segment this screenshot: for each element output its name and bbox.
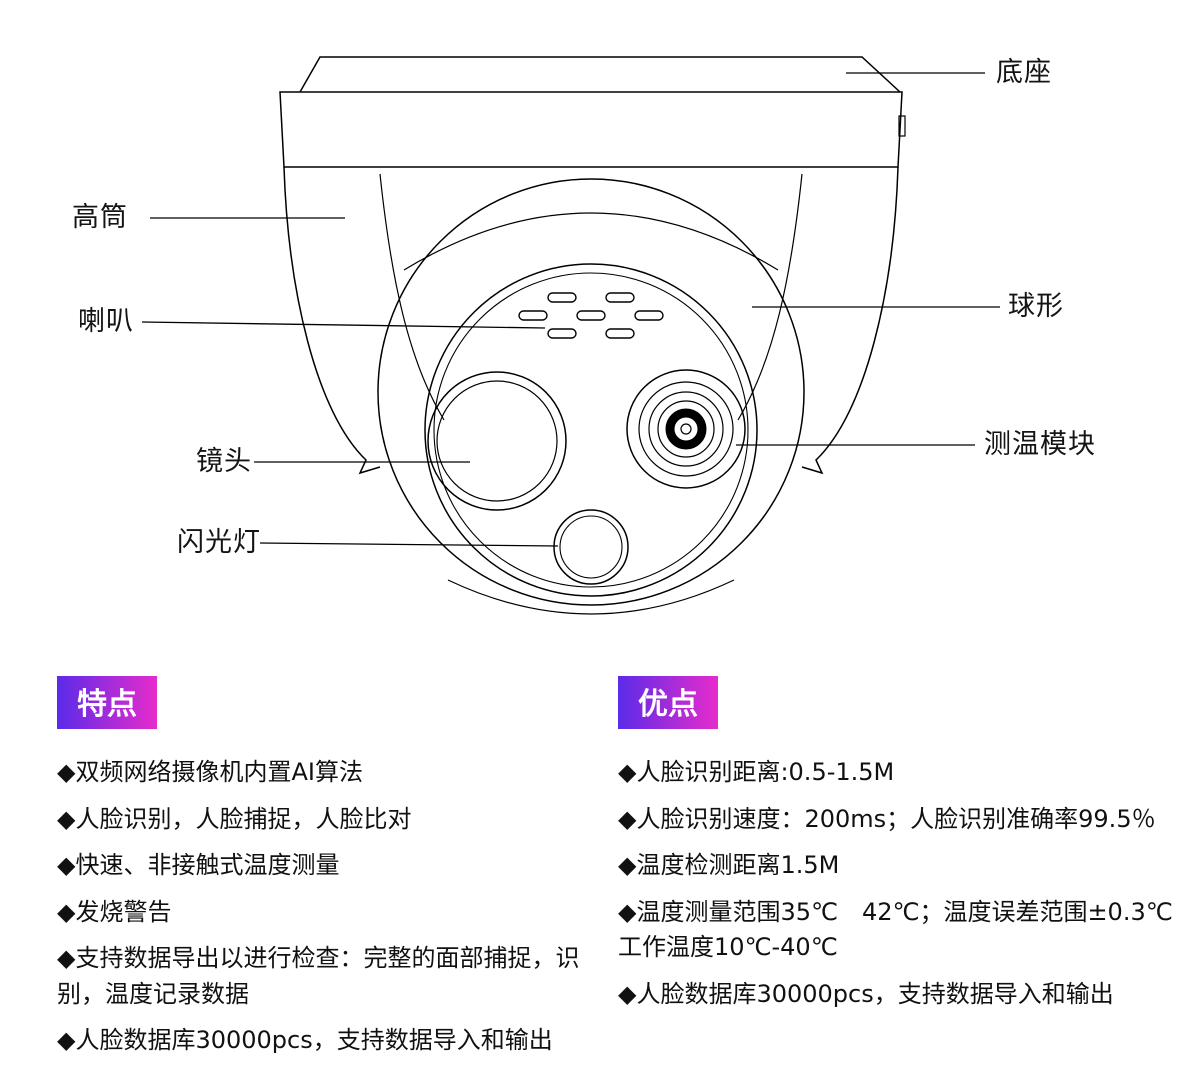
dome-sphere — [377, 178, 805, 615]
thermal-module-lens — [626, 369, 746, 489]
front-bezel — [424, 263, 758, 597]
advantages-section: 优点 ◆人脸识别距离:0.5-1.5M ◆人脸识别速度：200ms；人脸识别准确… — [618, 662, 1184, 1023]
speaker-grille-icon — [518, 292, 664, 339]
callout-speaker-label: 喇叭 — [78, 306, 134, 337]
features-header: 特点 — [57, 676, 157, 729]
feature-item: ◆双频网络摄像机内置AI算法 — [57, 758, 363, 786]
feature-item: ◆人脸数据库30000pcs，支持数据导入和输出 — [57, 1026, 553, 1055]
advantages-list: ◆人脸识别距离:0.5-1.5M ◆人脸识别速度：200ms；人脸识别准确率99… — [618, 755, 1184, 1012]
advantage-item: ◆人脸数据库30000pcs，支持数据导入和输出 — [618, 979, 1114, 1008]
advantage-item: ◆人脸识别距离:0.5-1.5M — [618, 758, 895, 786]
feature-item: ◆支持数据导出以进行检查：完整的面部捕捉，识别，温度记录数据 — [57, 944, 580, 1008]
camera-illustration — [141, 56, 1000, 615]
advantage-item: ◆人脸识别速度：200ms；人脸识别准确率99.5％ — [618, 804, 1156, 833]
features-section: 特点 ◆双频网络摄像机内置AI算法 ◆人脸识别，人脸捕捉，人脸比对 ◆快速、非接… — [57, 662, 617, 1070]
advantage-item: ◆温度检测距离1.5M — [618, 851, 840, 880]
callout-sphere-label: 球形 — [1008, 291, 1064, 322]
feature-item: ◆人脸识别，人脸捕捉，人脸比对 — [57, 804, 412, 833]
advantage-item: ◆温度测量范围35℃ 42℃；温度误差范围±0.3℃ 工作温度10℃-40℃ — [618, 897, 1173, 962]
feature-item: ◆发烧警告 — [57, 897, 172, 926]
leader-lines — [141, 72, 1000, 547]
features-list: ◆双频网络摄像机内置AI算法 ◆人脸识别，人脸捕捉，人脸比对 ◆快速、非接触式温… — [57, 755, 617, 1059]
main-lens — [427, 371, 567, 511]
callout-tall-body-label: 高筒 — [72, 202, 128, 233]
flash-led — [553, 509, 629, 585]
advantages-header: 优点 — [618, 676, 718, 729]
feature-item: ◆快速、非接触式温度测量 — [57, 851, 340, 880]
housing-shroud — [283, 166, 899, 475]
base-plate — [279, 56, 906, 168]
callout-base-label: 底座 — [996, 57, 1052, 88]
camera-diagram: 底座 高筒 喇叭 镜头 闪光灯 球形 测温模块 — [72, 56, 1096, 615]
callout-lens-label: 镜头 — [196, 446, 252, 477]
callout-thermal-module-label: 测温模块 — [984, 429, 1096, 460]
callout-flash-label: 闪光灯 — [177, 527, 261, 558]
